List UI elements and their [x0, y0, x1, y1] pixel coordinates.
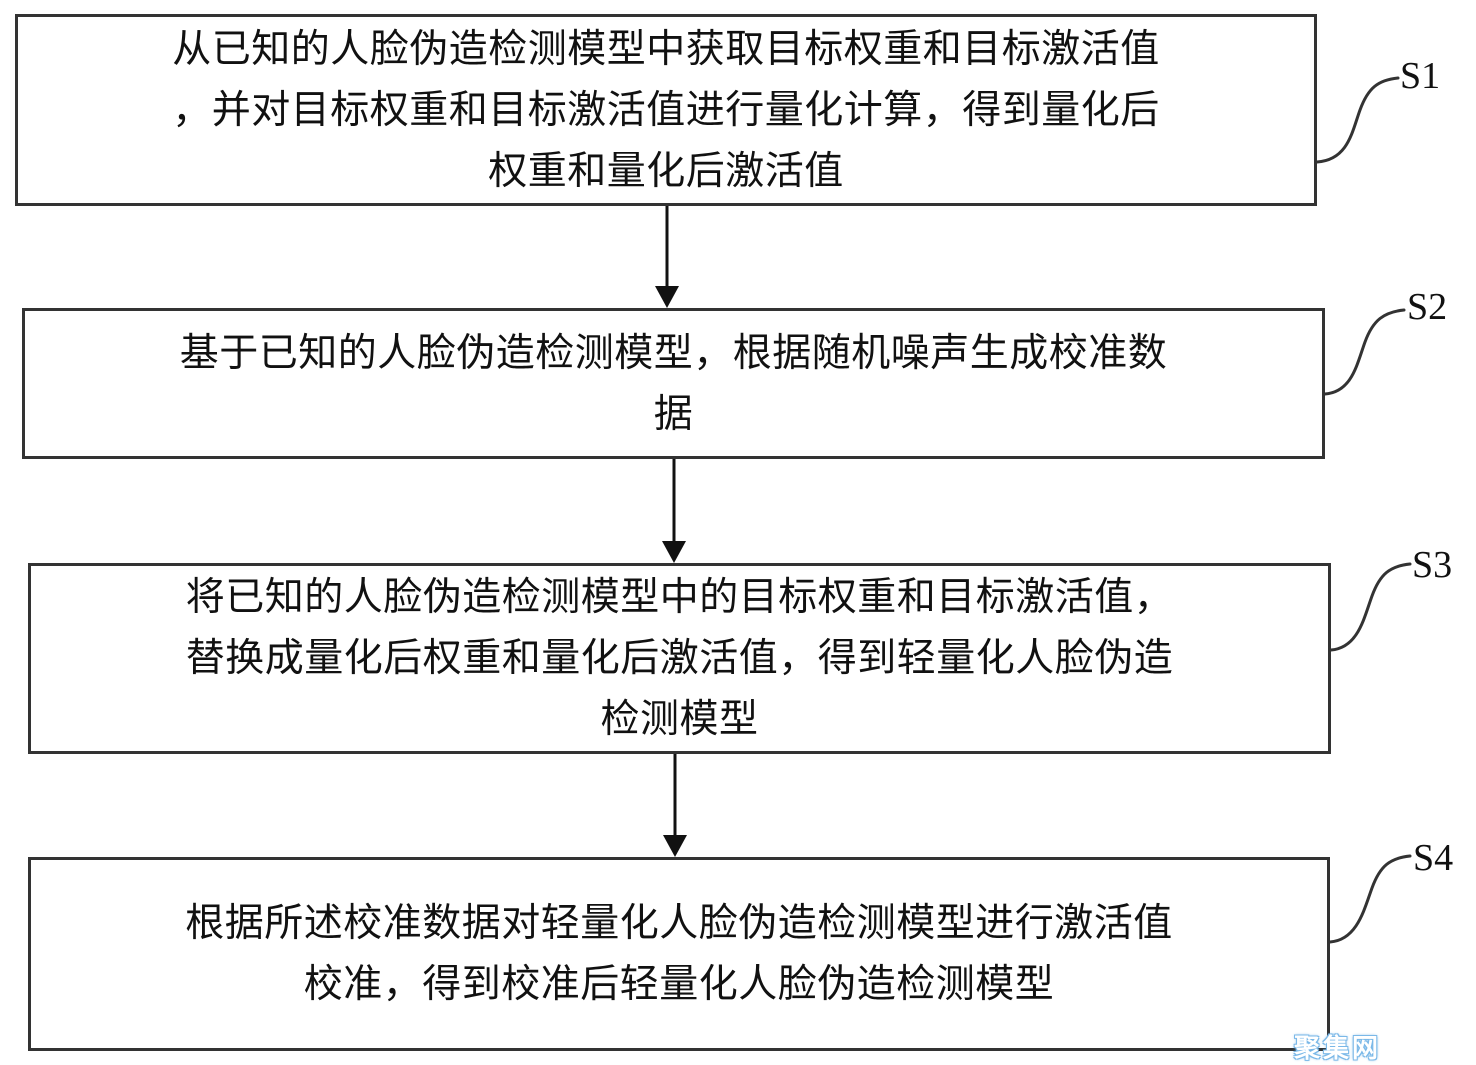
step-label-s2: S2 [1407, 286, 1448, 328]
leader-curve-s2 [1323, 308, 1406, 396]
arrow-s3-s4-head [663, 835, 687, 857]
step-label-s3: S3 [1412, 544, 1453, 586]
arrow-s1-s2-head [655, 286, 679, 308]
step-label-s1: S1 [1400, 55, 1441, 97]
watermark-logo: 聚集网 [1294, 1034, 1382, 1064]
step-box-s1: 从已知的人脸伪造检测模型中获取目标权重和目标激活值 ，并对目标权重和目标激活值进… [15, 14, 1317, 206]
step-box-s3: 将已知的人脸伪造检测模型中的目标权重和目标激活值， 替换成量化后权重和量化后激活… [28, 563, 1331, 754]
leader-curve-s1 [1315, 76, 1400, 164]
step-box-s4: 根据所述校准数据对轻量化人脸伪造检测模型进行激活值 校准，得到校准后轻量化人脸伪… [28, 857, 1330, 1051]
step-text-s1: 从已知的人脸伪造检测模型中获取目标权重和目标激活值 ，并对目标权重和目标激活值进… [172, 26, 1160, 194]
leader-curve-s3 [1329, 562, 1412, 652]
step-text-s4: 根据所述校准数据对轻量化人脸伪造检测模型进行激活值 校准，得到校准后轻量化人脸伪… [185, 901, 1173, 1007]
step-label-s4: S4 [1413, 837, 1454, 879]
step-text-s2: 基于已知的人脸伪造检测模型，根据随机噪声生成校准数 据 [179, 330, 1168, 437]
step-text-s3: 将已知的人脸伪造检测模型中的目标权重和目标激活值， 替换成量化后权重和量化后激活… [185, 575, 1174, 742]
step-box-s2: 基于已知的人脸伪造检测模型，根据随机噪声生成校准数 据 [22, 308, 1325, 459]
arrow-s2-s3-head [662, 541, 686, 563]
leader-curve-s4 [1328, 854, 1412, 944]
